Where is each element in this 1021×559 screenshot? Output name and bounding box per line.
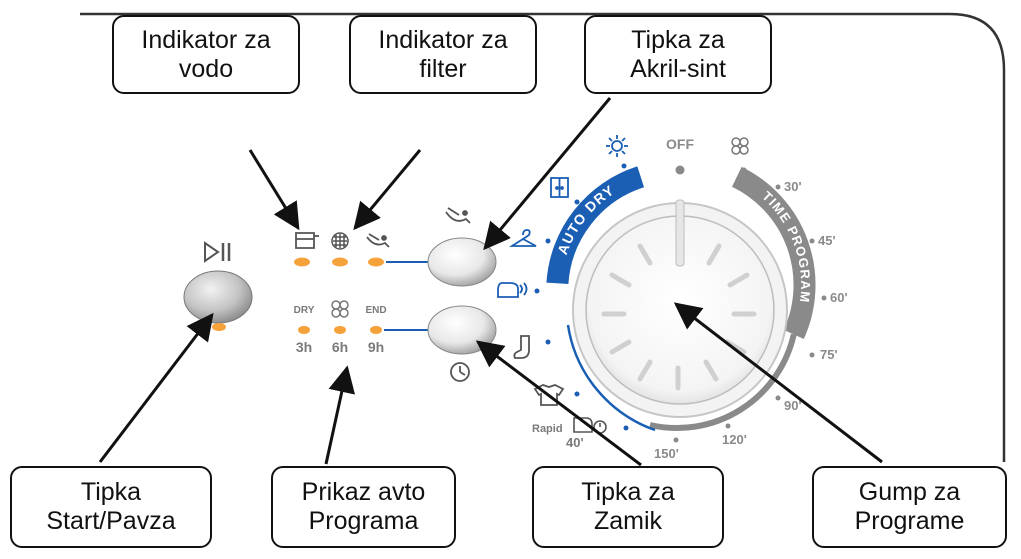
filter-icon [331, 232, 349, 250]
callout-text: Tipka [80, 478, 142, 506]
callout-text: filter [419, 54, 467, 83]
iron-icon [497, 282, 528, 298]
clock-icon [450, 362, 470, 382]
callout-text: Gump za [858, 478, 961, 506]
acrylic-synthetic-button[interactable] [427, 237, 497, 287]
dial-time-75-dot [809, 352, 815, 358]
delay-time-9h: 9h [368, 339, 384, 355]
fan-icon [331, 300, 349, 318]
delay-time-6h: 6h [332, 339, 348, 355]
start-pause-led [212, 323, 226, 331]
start-pause-button[interactable] [183, 270, 253, 324]
fan-icon [731, 137, 749, 155]
callout-text: Prikaz avto [301, 478, 426, 506]
delay-led-9h [370, 326, 382, 334]
program-dial: AUTO DRY TIME PROGRAM [546, 166, 816, 432]
dial-off-label: OFF [666, 136, 694, 152]
callout-text: Programa [308, 507, 419, 535]
dial-time-150: 150' [654, 446, 679, 461]
sun-icon [606, 135, 628, 157]
callout-text: Indikator za [378, 25, 508, 54]
hanger-icon [508, 229, 537, 247]
dial-time-30-dot [775, 184, 781, 190]
callout-text: Zamik [593, 507, 663, 535]
callout-text: Start/Pavza [46, 507, 176, 535]
callout-text: Programe [854, 507, 965, 535]
delay-dry-label: DRY [294, 305, 315, 316]
dial-time-45: 45' [818, 233, 836, 248]
rapid-label: Rapid [532, 423, 563, 435]
water-led [294, 257, 310, 267]
auto-dry-arc [546, 166, 645, 285]
time-program-arc-lower [649, 333, 797, 432]
acrylic-led [368, 257, 384, 267]
dial-time-60: 60' [830, 290, 848, 305]
cupboard-icon [550, 177, 569, 198]
play-pause-icon [204, 241, 231, 263]
sock-dot [545, 339, 551, 345]
acrylic-button-icon [445, 207, 471, 224]
water-container-icon [295, 232, 319, 249]
dial-off-dot [675, 165, 685, 175]
callout-text: Indikator za [141, 25, 271, 54]
delay-led-6h [334, 326, 346, 334]
callout-text: Akril-sint [630, 54, 726, 83]
dial-time-90-dot [775, 395, 781, 401]
cupboard-dot [574, 199, 580, 205]
iron-dot [534, 288, 540, 294]
rapid-program-bracket [566, 324, 656, 432]
callout-text: Tipka za [631, 25, 725, 54]
arrow-program-knob [673, 302, 883, 464]
acrylic-synthetic-icon [366, 233, 390, 248]
time-program-arc [731, 166, 816, 339]
callout-text: vodo [178, 54, 234, 83]
delay-end-label: END [365, 305, 386, 316]
panel-outline [80, 12, 1006, 462]
shirt-dot [574, 391, 580, 397]
sun-dot [621, 163, 627, 169]
dial-time-150-dot [673, 437, 679, 443]
arrow-start-pause [98, 312, 214, 463]
dial-time-60-dot [821, 295, 827, 301]
delay-time-3h: 3h [296, 339, 312, 355]
arrow-acrylic-button [483, 97, 612, 251]
rapid-dot [623, 425, 629, 431]
shirt-icon [533, 384, 565, 406]
dial-time-75: 75' [820, 347, 838, 362]
hanger-dot [545, 238, 551, 244]
dial-time-120-dot [725, 423, 731, 429]
dial-time-30: 30' [784, 179, 802, 194]
arrow-water-indicator [248, 149, 300, 231]
sock-icon [513, 335, 530, 359]
dial-fan-dot [741, 167, 747, 173]
dial-time-90: 90' [784, 398, 802, 413]
rapid-time: 40' [566, 435, 584, 450]
filter-led [332, 257, 348, 267]
arrow-delay-button [475, 340, 642, 467]
dial-time-45-dot [809, 238, 815, 244]
callout-text: Tipka za [581, 478, 675, 506]
arrow-filter-indicator [353, 149, 422, 231]
dial-time-120: 120' [722, 432, 747, 447]
knob-pointer [675, 199, 685, 267]
delay-led-3h [298, 326, 310, 334]
arrow-auto-display [324, 365, 355, 465]
